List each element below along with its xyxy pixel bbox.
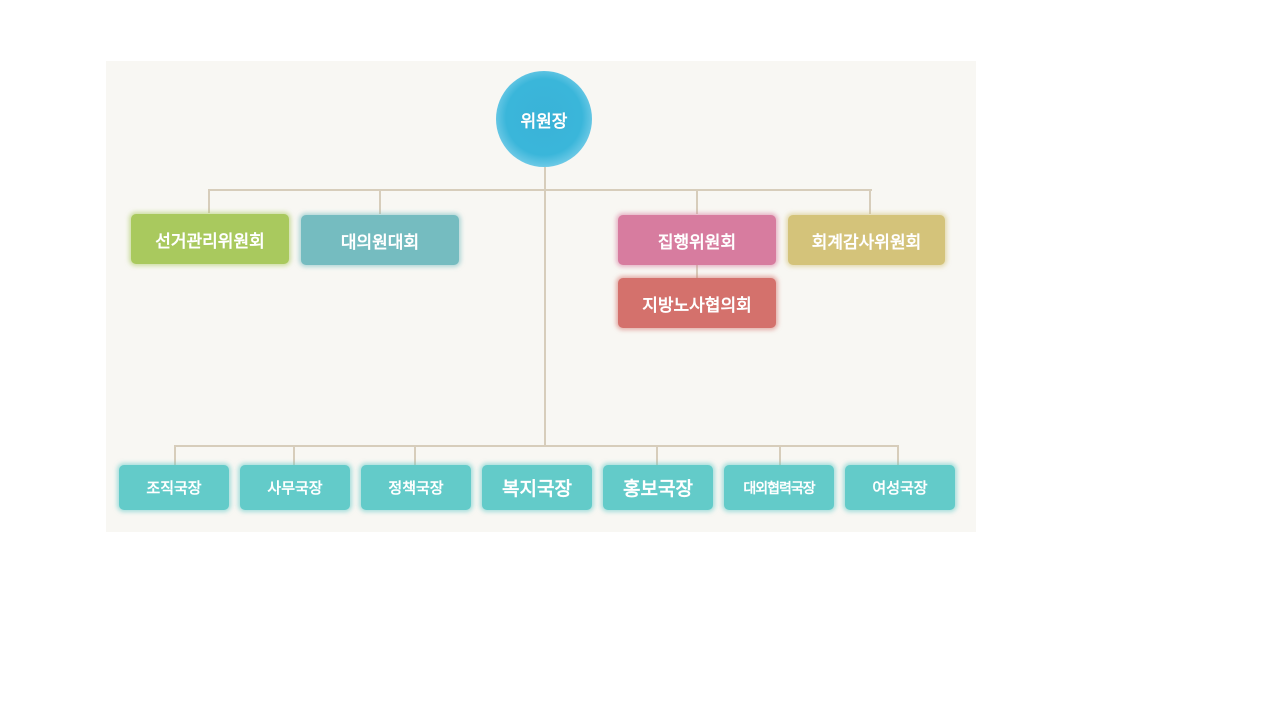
connector-audit: [869, 189, 871, 214]
executive-committee-label: 집행위원회: [657, 232, 737, 253]
connector-delegates: [379, 189, 381, 214]
chairman-label: 위원장: [520, 111, 568, 132]
org-chart: 위원장 선거관리위원회 대의원대회 집행위원회 회계감사위원회 지방노사협의회 …: [106, 61, 976, 532]
labor-council-label: 지방노사협의회: [642, 295, 752, 316]
connector-upper-bar: [208, 189, 872, 191]
connector-election: [208, 189, 210, 213]
connector-dept-3: [414, 445, 416, 465]
department-node: 정책국장: [361, 465, 471, 510]
department-label: 정책국장: [388, 479, 444, 497]
connector-dept-7: [897, 445, 899, 465]
connector-executive-sub: [696, 264, 698, 278]
connector-department-bar: [174, 445, 899, 447]
department-node: 조직국장: [119, 465, 229, 510]
department-node: 사무국장: [240, 465, 350, 510]
department-label: 여성국장: [872, 479, 928, 497]
chairman-node: 위원장: [496, 71, 592, 167]
audit-committee-label: 회계감사위원회: [811, 232, 922, 253]
connector-dept-2: [293, 445, 295, 465]
department-label: 대외협력국장: [743, 480, 815, 497]
labor-council-node: 지방노사협의회: [618, 278, 776, 328]
delegates-assembly-node: 대의원대회: [301, 215, 459, 265]
department-label: 사무국장: [267, 479, 323, 497]
connector-dept-6: [779, 445, 781, 465]
department-node: 복지국장: [482, 465, 592, 510]
department-node: 여성국장: [845, 465, 955, 510]
delegates-assembly-label: 대의원대회: [340, 232, 420, 253]
election-committee-label: 선거관리위원회: [155, 231, 265, 252]
audit-committee-node: 회계감사위원회: [788, 215, 945, 265]
election-committee-node: 선거관리위원회: [131, 214, 289, 264]
connector-dept-1: [174, 445, 176, 465]
department-node: 대외협력국장: [724, 465, 834, 510]
department-label: 조직국장: [146, 479, 202, 497]
executive-committee-node: 집행위원회: [618, 215, 776, 265]
department-node: 홍보국장: [603, 465, 713, 510]
connector-root-trunk: [544, 167, 546, 447]
connector-executive: [696, 189, 698, 214]
connector-dept-5: [656, 445, 658, 465]
department-label: 복지국장: [502, 478, 572, 500]
department-label: 홍보국장: [623, 478, 693, 500]
